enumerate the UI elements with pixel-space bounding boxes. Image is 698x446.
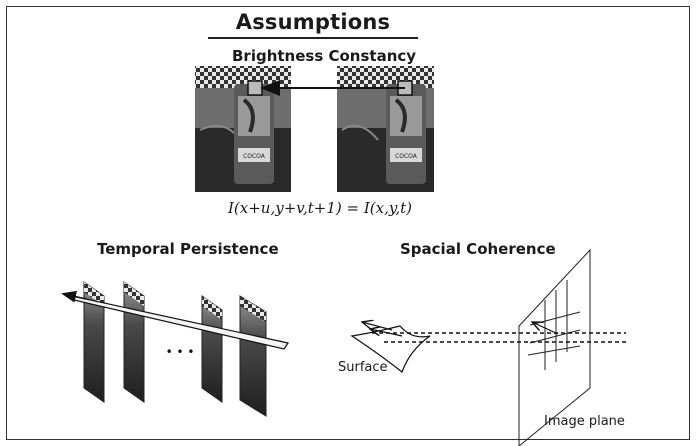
surface-label: Surface <box>338 360 388 375</box>
temporal-frames <box>83 281 267 417</box>
title-underline <box>208 37 418 39</box>
figure-title: Assumptions <box>235 10 391 34</box>
temporal-persistence-title: Temporal Persistence <box>97 240 279 258</box>
frame-3 <box>201 295 223 403</box>
trajectory-arrowhead <box>61 290 87 303</box>
photo-frame-t: COCOA <box>195 66 291 192</box>
frame-1 <box>83 281 105 403</box>
pixel-grid <box>527 280 581 370</box>
frame-4 <box>239 295 267 417</box>
surface-patch <box>350 325 431 373</box>
svg-text:COCOA: COCOA <box>395 153 418 160</box>
surface-motion-arrow-1 <box>362 322 393 331</box>
photo-frame-t-plus-1: COCOA <box>337 66 434 192</box>
image-plane-label: Image plane <box>544 414 625 429</box>
brightness-equation: I(x+u,y+v,t+1) = I(x,y,t) <box>228 199 412 217</box>
frames-ellipsis: • • • <box>166 345 195 359</box>
surface-motion-arrow-2 <box>370 329 403 337</box>
brightness-constancy-title: Brightness Constancy <box>232 47 417 65</box>
pixel-motion-arrow <box>532 322 559 335</box>
image-plane <box>518 248 591 446</box>
svg-text:COCOA: COCOA <box>243 153 266 160</box>
figure-frame <box>6 6 690 440</box>
spacial-coherence-title: Spacial Coherence <box>400 240 556 258</box>
frame-2 <box>123 281 145 403</box>
